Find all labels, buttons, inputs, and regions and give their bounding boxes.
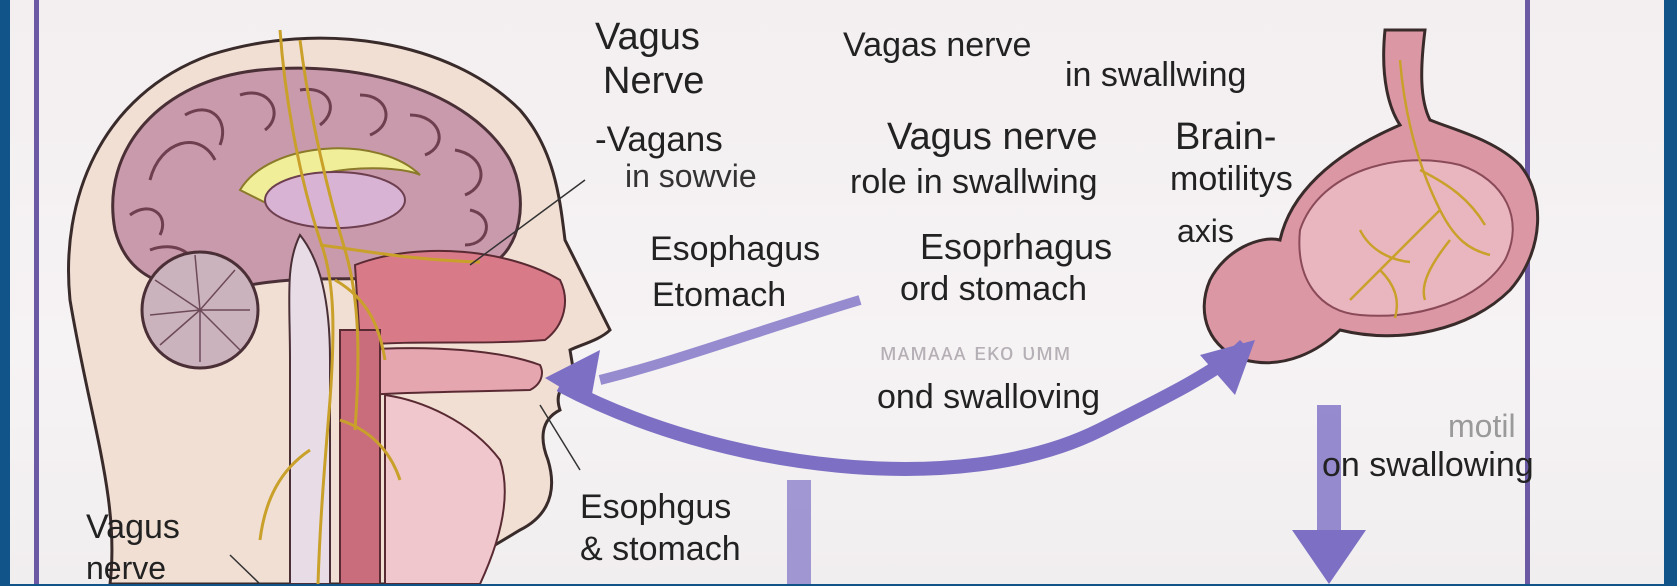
label-title-vagus: Vagus [595,18,700,58]
label-center-ord-stomach: ord stomach [900,272,1087,308]
label-right-motil: motil [1448,410,1516,444]
label-center-esoprhagus: Esoprhagus [920,228,1112,266]
label-top-in-swallwing: in swallwing [1065,58,1246,94]
label-mid-vagus-nerve: Vagus nerve [887,118,1098,158]
label-bottom-esophgus: Esophgus [580,490,731,526]
label-bottom-stomach: & stomach [580,532,741,568]
label-mid-axis: axis [1177,215,1234,249]
label-sub-in-sowvie: in sowvie [625,160,757,194]
label-left-etomach: Etomach [652,278,786,314]
label-mid-role: role in swallwing [850,165,1098,201]
label-top-vagas-nerve: Vagas nerve [843,28,1031,64]
label-mid-brain: Brain- [1175,118,1276,158]
label-left-esophagus: Esophagus [650,232,820,268]
label-center-garbled: ᴍᴀᴍᴀᴀᴀ ᴇᴋᴏ ᴜᴍᴍ [880,340,1071,365]
label-title-nerve: Nerve [603,62,704,102]
label-right-on-swallowing: on swallowing [1322,448,1534,484]
label-corner-vagus: Vagus [86,510,180,546]
head-cross-section-illustration [69,30,610,584]
label-corner-nerve: nerve [86,552,166,586]
label-sub-vagans: -Vagans [595,122,723,159]
label-mid-motility: motilitys [1170,162,1293,198]
label-center-ond-swalloving: ond swalloving [877,380,1100,416]
